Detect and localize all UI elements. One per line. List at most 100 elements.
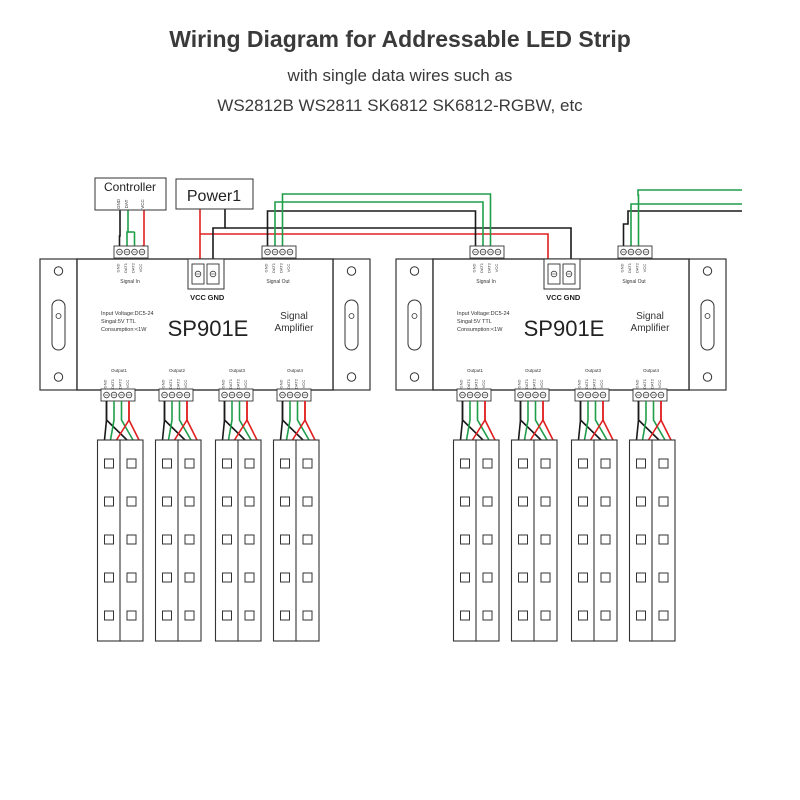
wire-data-left <box>465 401 471 441</box>
screw-terminal <box>261 245 297 259</box>
pin-label: VCC <box>539 380 544 389</box>
mounting-hole <box>53 372 64 382</box>
pin-label: VCC <box>599 380 604 389</box>
led-chip <box>658 458 669 469</box>
led-chip <box>280 458 290 469</box>
wire-vcc-right <box>186 401 198 441</box>
amplifier-name-line2: Amplifier <box>275 323 315 334</box>
screw-terminal <box>276 388 312 402</box>
signal-out-label: Signal Out <box>622 279 646 285</box>
screw-terminal <box>617 245 653 259</box>
output-label-2: Output2 <box>525 368 542 373</box>
pin-label: DAT1 <box>479 262 484 273</box>
wire-data-left <box>167 401 173 441</box>
amplifier-name-line1: Signal <box>636 311 664 322</box>
signal-in-label: Signal In <box>476 279 496 285</box>
led-chip <box>578 458 588 469</box>
wire-vcc-left <box>647 401 662 441</box>
terminal-block <box>456 388 492 402</box>
terminal-block <box>574 388 610 402</box>
controller-outline <box>94 177 167 211</box>
led-chip <box>658 496 669 507</box>
amplifier-name-line1: Signal <box>280 311 308 322</box>
pin-label: VCC <box>481 380 486 389</box>
led-chip <box>460 572 470 583</box>
pin-label: DAT1 <box>271 262 276 273</box>
led-chip <box>636 572 646 583</box>
output-label-1: Output1 <box>467 368 484 373</box>
wire-data-left <box>641 401 647 441</box>
power-pin-vcc-label: VCC <box>546 293 562 302</box>
power-pin-vcc-label: VCC <box>190 293 206 302</box>
wire-vcc-left <box>471 401 486 441</box>
led-strip-pair-3 <box>214 401 262 642</box>
wiring-layer <box>118 189 742 264</box>
output-label-4: Output4 <box>287 368 304 373</box>
pin-label: VCC <box>183 380 188 389</box>
led-chip <box>244 610 255 621</box>
terminal-block <box>469 245 505 259</box>
wire-data-left <box>583 401 589 441</box>
led-chip <box>184 534 195 545</box>
wire-data-right <box>476 401 490 441</box>
led-chip <box>518 572 528 583</box>
screw-terminal <box>469 245 505 259</box>
led-chip <box>658 534 669 545</box>
pin-label: GND <box>620 263 625 272</box>
mounting-slot <box>407 299 422 351</box>
wire-vcc-left <box>589 401 604 441</box>
wire-data-right <box>534 401 548 441</box>
led-chip <box>222 458 232 469</box>
led-chip <box>518 496 528 507</box>
mounting-slot-hole <box>55 313 62 319</box>
led-chip <box>162 496 172 507</box>
led-strip-pair-8 <box>628 401 676 642</box>
spec-voltage: Input Voltage:DC5-24 <box>457 311 510 317</box>
output-label-3: Output3 <box>585 368 602 373</box>
wire-data-left <box>109 401 115 441</box>
led-chip <box>302 534 313 545</box>
pin-label: DAT1 <box>286 378 291 389</box>
pin-label: VCC <box>286 264 291 273</box>
wire-vcc-right <box>304 401 316 441</box>
led-strip-pair-6 <box>510 401 558 642</box>
wire-data-left <box>227 401 233 441</box>
led-chip <box>126 496 137 507</box>
model-label: SP901E <box>524 316 605 341</box>
wire-gnd-right <box>281 401 304 441</box>
pin-label: DAT2 <box>176 378 181 389</box>
led-chip <box>222 496 232 507</box>
screw-terminal <box>574 388 610 402</box>
led-chip <box>162 572 172 583</box>
led-chip <box>460 496 470 507</box>
pin-label: DAT1 <box>110 378 115 389</box>
led-chip <box>184 458 195 469</box>
terminal-block <box>261 245 297 259</box>
wire-gnd-right <box>519 401 542 441</box>
led-strips-layer <box>96 401 676 642</box>
terminal-block <box>514 388 550 402</box>
mounting-hole <box>702 266 713 276</box>
diagram-title: Wiring Diagram for Addressable LED Strip <box>169 26 631 52</box>
wire-data-left <box>523 401 529 441</box>
wire-vcc-left <box>173 401 188 441</box>
pin-label: DAT1 <box>584 378 589 389</box>
pin-label: DAT1 <box>524 378 529 389</box>
terminal-block <box>617 245 653 259</box>
mounting-hole <box>346 266 357 276</box>
mounting-slot-hole <box>348 313 355 319</box>
led-chip <box>222 610 232 621</box>
wire-power-gnd-left <box>212 209 226 264</box>
led-chip <box>482 458 493 469</box>
wire-link-data1 <box>274 201 484 246</box>
led-chip <box>658 572 669 583</box>
pin-label: VCC <box>138 264 143 273</box>
terminal-block <box>100 388 136 402</box>
pin-label: VCC <box>494 264 499 273</box>
led-chip <box>184 572 195 583</box>
spec-consumption: Consumption:<1W <box>457 327 503 333</box>
wire-controller-gnd <box>118 210 121 246</box>
